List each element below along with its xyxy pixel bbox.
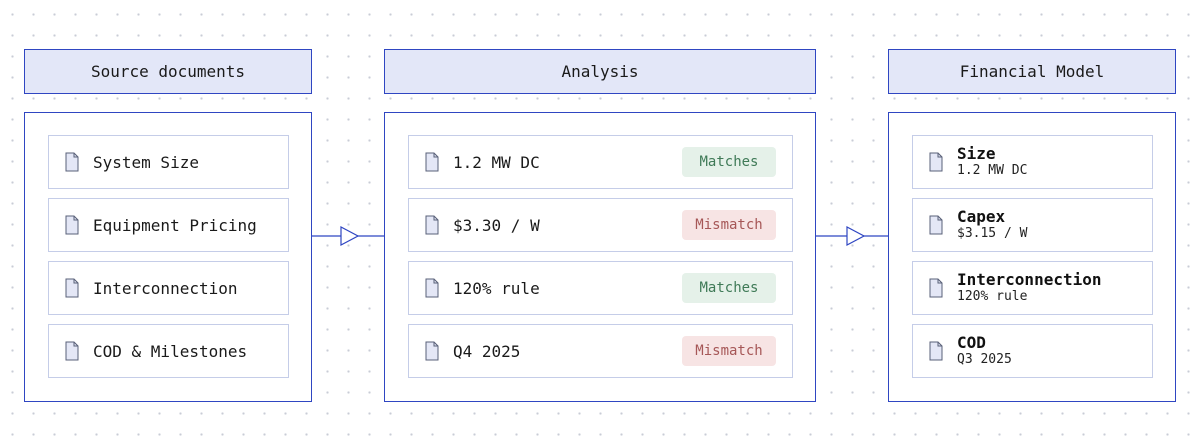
source-item-label: System Size [93,152,199,172]
analysis-item-cod[interactable]: Q4 2025 Mismatch [408,324,793,378]
model-item-size[interactable]: Size 1.2 MW DC [912,135,1153,189]
source-item-cod-milestones[interactable]: COD & Milestones [48,324,289,378]
document-icon [65,341,79,361]
status-badge-mismatch: Mismatch [682,210,776,240]
model-item-title: Size [957,144,996,164]
model-item-value: $3.15 / W [957,225,1028,241]
source-item-label: Interconnection [93,278,238,298]
financial-model-panel: Size 1.2 MW DC Capex $3.15 / W Interconn… [888,112,1176,402]
source-documents-header: Source documents [24,49,312,94]
analysis-item-interconnection[interactable]: 120% rule Matches [408,261,793,315]
financial-model-title: Financial Model [959,62,1105,81]
model-item-value: Q3 2025 [957,351,1012,367]
model-item-cod[interactable]: COD Q3 2025 [912,324,1153,378]
analysis-item-label: $3.30 / W [453,215,540,235]
status-badge-mismatch: Mismatch [682,336,776,366]
analysis-item-pricing[interactable]: $3.30 / W Mismatch [408,198,793,252]
document-icon [425,341,439,361]
document-icon [425,278,439,298]
analysis-item-label: 120% rule [453,278,540,298]
analysis-title: Analysis [561,62,639,81]
analysis-header: Analysis [384,49,816,94]
triangle-arrow-icon [340,226,360,246]
document-icon [65,152,79,172]
analysis-panel: 1.2 MW DC Matches $3.30 / W Mismatch 120… [384,112,816,402]
analysis-item-label: Q4 2025 [453,341,521,361]
document-icon [929,341,943,361]
model-item-text: Size 1.2 MW DC [957,144,1028,178]
document-icon [425,152,439,172]
source-item-system-size[interactable]: System Size [48,135,289,189]
document-icon [929,152,943,172]
model-item-interconnection[interactable]: Interconnection 120% rule [912,261,1153,315]
model-item-text: Interconnection 120% rule [957,270,1102,304]
model-item-value: 1.2 MW DC [957,162,1028,178]
financial-model-header: Financial Model [888,49,1176,94]
document-icon [929,278,943,298]
status-badge-matches: Matches [682,147,776,177]
model-item-text: Capex $3.15 / W [957,207,1028,241]
source-documents-title: Source documents [90,62,246,81]
document-icon [929,215,943,235]
model-item-capex[interactable]: Capex $3.15 / W [912,198,1153,252]
source-item-label: Equipment Pricing [93,215,257,235]
source-documents-panel: System Size Equipment Pricing Interconne… [24,112,312,402]
source-item-interconnection[interactable]: Interconnection [48,261,289,315]
analysis-item-system-size[interactable]: 1.2 MW DC Matches [408,135,793,189]
source-item-label: COD & Milestones [93,341,248,361]
model-item-text: COD Q3 2025 [957,333,1012,367]
model-item-title: Capex [957,207,1006,227]
model-item-title: Interconnection [957,270,1102,290]
model-item-value: 120% rule [957,288,1028,304]
document-icon [65,278,79,298]
status-badge-matches: Matches [682,273,776,303]
source-item-equipment-pricing[interactable]: Equipment Pricing [48,198,289,252]
triangle-arrow-icon [846,226,866,246]
document-icon [65,215,79,235]
model-item-title: COD [957,333,986,353]
analysis-item-label: 1.2 MW DC [453,152,540,172]
document-icon [425,215,439,235]
